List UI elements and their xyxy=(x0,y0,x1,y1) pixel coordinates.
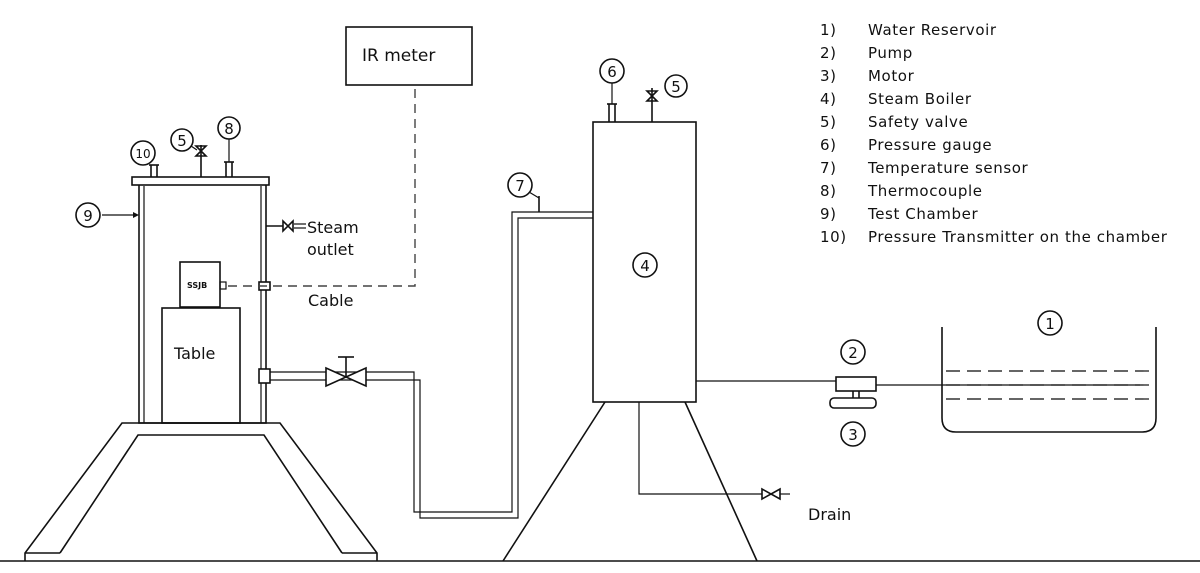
test-chamber xyxy=(131,145,306,424)
legend-number: 7) xyxy=(820,159,837,177)
drain-label: Drain xyxy=(808,505,851,524)
legend-item: Pump xyxy=(868,44,913,62)
callout-9: 9 xyxy=(75,202,101,228)
legend-number: 8) xyxy=(820,182,837,200)
water-reservoir xyxy=(941,327,1157,433)
pump xyxy=(835,376,877,398)
callout-6: 6 xyxy=(599,58,625,84)
legend-number: 10) xyxy=(820,228,847,246)
svg-text:2: 2 xyxy=(848,344,858,362)
svg-text:6: 6 xyxy=(607,63,617,81)
drain-valve xyxy=(761,487,790,501)
callout-3: 3 xyxy=(840,421,866,447)
callout-1: 1 xyxy=(1037,310,1063,336)
svg-text:4: 4 xyxy=(640,257,650,275)
legend-item: Pressure Transmitter on the chamber xyxy=(868,228,1168,246)
legend: 1) Water Reservoir 2) Pump 3) Motor 4) Steam Bo… xyxy=(820,21,1168,246)
callout-2: 2 xyxy=(840,339,866,365)
callout-5-chamber: 5 xyxy=(170,128,194,152)
callout-8: 8 xyxy=(217,116,241,140)
ssjb-label: SSJB xyxy=(187,281,207,290)
legend-number: 3) xyxy=(820,67,837,85)
legend-item: Safety valve xyxy=(868,113,968,131)
outlet-label: outlet xyxy=(307,240,354,259)
svg-text:1: 1 xyxy=(1045,315,1055,333)
steam-pipe xyxy=(270,211,597,519)
table-box xyxy=(161,307,241,424)
steam-label: Steam xyxy=(307,218,359,237)
legend-number: 4) xyxy=(820,90,837,108)
chamber-stand xyxy=(24,422,378,561)
callout-7: 7 xyxy=(507,172,533,198)
svg-text:5: 5 xyxy=(177,132,187,150)
cable-label: Cable xyxy=(308,291,353,310)
steam-inlet-port xyxy=(258,368,271,384)
legend-item: Test Chamber xyxy=(867,205,978,223)
chamber-lid xyxy=(131,176,270,186)
cable-line xyxy=(228,88,416,287)
ir-meter-label: IR meter xyxy=(362,46,435,66)
boiler-stand xyxy=(502,401,758,562)
legend-number: 6) xyxy=(820,136,837,154)
svg-text:5: 5 xyxy=(671,78,681,96)
table-label: Table xyxy=(173,344,215,363)
legend-number: 5) xyxy=(820,113,837,131)
legend-number: 1) xyxy=(820,21,837,39)
legend-item: Steam Boiler xyxy=(868,90,972,108)
svg-text:8: 8 xyxy=(224,120,234,138)
legend-item: Water Reservoir xyxy=(868,21,997,39)
legend-item: Pressure gauge xyxy=(868,136,992,154)
legend-number: 2) xyxy=(820,44,837,62)
motor xyxy=(829,397,877,409)
pipe-valve xyxy=(325,356,367,388)
callout-5-boiler: 5 xyxy=(664,74,688,98)
svg-text:9: 9 xyxy=(83,207,93,225)
callout-4: 4 xyxy=(632,252,658,278)
drain-line xyxy=(638,402,762,495)
legend-item: Motor xyxy=(868,67,915,85)
legend-item: Temperature sensor xyxy=(867,159,1029,177)
legend-number: 9) xyxy=(820,205,837,223)
callout-10: 10 xyxy=(130,140,156,166)
legend-item: Thermocouple xyxy=(867,182,983,200)
svg-text:10: 10 xyxy=(135,147,150,161)
ir-meter-box xyxy=(345,26,473,86)
svg-text:7: 7 xyxy=(515,177,525,195)
svg-text:3: 3 xyxy=(848,426,858,444)
